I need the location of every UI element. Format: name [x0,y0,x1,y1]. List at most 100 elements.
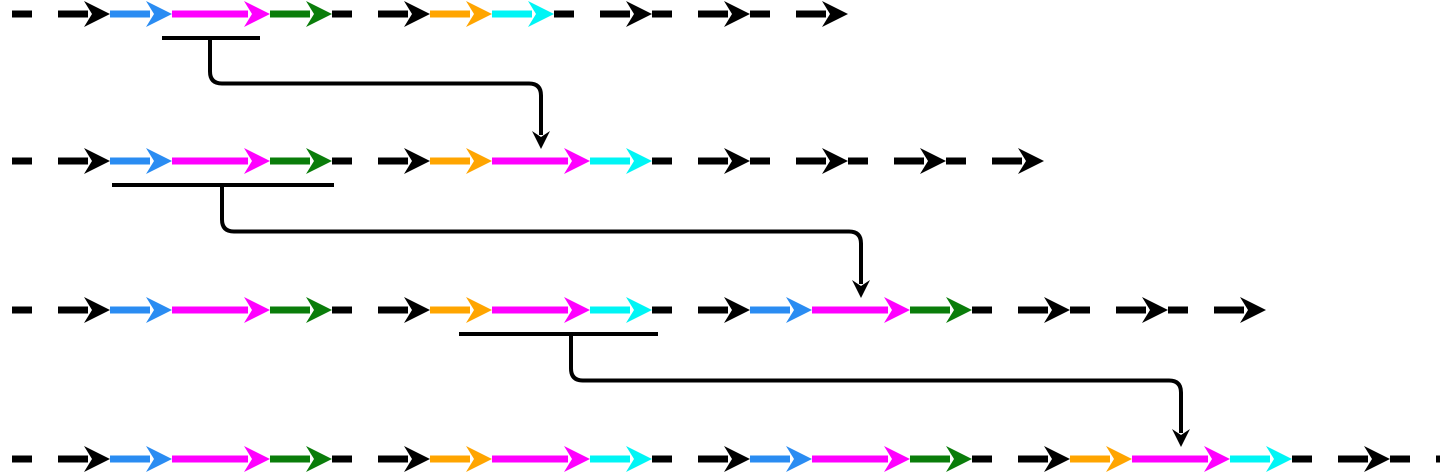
dashed-arrow-segment [332,297,430,323]
arrowhead [786,446,812,472]
arrowhead [244,148,270,174]
sequence-row-2 [12,148,1044,174]
arrowhead [306,1,332,27]
cyan-arrow-segment [590,297,652,323]
dashed-arrow-segment [946,148,1044,174]
blue-arrow-segment [750,297,812,323]
arrowhead [626,148,652,174]
arrowhead [404,148,430,174]
insertion-bracket-2 [112,183,870,298]
dashed-arrow-segment [12,1,110,27]
dashed-arrow-segment [12,446,110,472]
sequence-row-1 [12,1,848,27]
arrowhead [564,446,590,472]
arrowhead [724,148,750,174]
arrowhead [822,1,848,27]
arrowhead [84,446,110,472]
arrowhead [466,446,492,472]
sequence-row-4 [12,446,1440,472]
arrowhead [306,446,332,472]
arrowhead [84,1,110,27]
magenta-arrow-segment [172,446,270,472]
arrowhead [1044,446,1070,472]
green-arrow-segment [910,446,972,472]
insertion-arrowhead [532,131,550,149]
dashed-arrow-segment [12,297,110,323]
arrowhead [626,446,652,472]
magenta-arrow-segment [492,297,590,323]
arrowhead [884,446,910,472]
blue-arrow-segment [110,446,172,472]
dashed-arrow-segment [652,1,750,27]
duplication-brackets [112,36,1190,447]
arrowhead [626,1,652,27]
arrowhead [786,297,812,323]
dashed-arrow-segment [652,446,750,472]
orange-arrow-segment [430,446,492,472]
arrowhead [146,148,172,174]
blue-arrow-segment [750,446,812,472]
sequence-rows [12,1,1440,472]
insertion-bracket-3 [459,332,1190,447]
magenta-arrow-segment [172,297,270,323]
dashed-arrow-segment [332,446,430,472]
arrowhead [1018,148,1044,174]
arrowhead [1044,297,1070,323]
arrowhead [564,297,590,323]
arrowhead [626,297,652,323]
dashed-arrow-segment [332,1,430,27]
arrowhead [884,297,910,323]
arrowhead [1364,446,1390,472]
dashed-arrow-segment [652,297,750,323]
arrowhead [1106,446,1132,472]
insertion-connector [569,334,1183,433]
arrowhead [946,297,972,323]
orange-arrow-segment [430,297,492,323]
arrowhead [84,297,110,323]
arrowhead [1204,446,1230,472]
arrowhead [466,297,492,323]
arrowhead [244,1,270,27]
sequence-row-3 [12,297,1266,323]
arrowhead [404,446,430,472]
arrowhead [1142,297,1168,323]
magenta-arrow-segment [492,446,590,472]
arrowhead [466,148,492,174]
orange-arrow-segment [430,148,492,174]
dashed-arrow-segment [1168,297,1266,323]
arrowhead [404,297,430,323]
blue-arrow-segment [110,1,172,27]
arrowhead [404,1,430,27]
green-arrow-segment [270,297,332,323]
cyan-arrow-segment [1230,446,1292,472]
insertion-arrowhead [852,280,870,298]
arrowhead [724,1,750,27]
magenta-arrow-segment [812,446,910,472]
arrowhead [244,297,270,323]
arrowhead [306,148,332,174]
arrowhead [466,1,492,27]
green-arrow-segment [270,148,332,174]
dashed-arrow-segment [554,1,652,27]
magenta-arrow-segment [172,1,270,27]
arrowhead [1240,297,1266,323]
cyan-arrow-segment [492,1,554,27]
orange-arrow-segment [430,1,492,27]
arrowhead [724,297,750,323]
dashed-arrow-segment [848,148,946,174]
insertion-connector [208,38,543,135]
dashed-arrow-segment [1292,446,1390,472]
insertion-connector [220,185,863,284]
arrowhead [146,1,172,27]
magenta-arrow-segment [1132,446,1230,472]
dashed-arrow-segment [652,148,750,174]
blue-arrow-segment [110,148,172,174]
magenta-arrow-segment [172,148,270,174]
arrowhead [84,148,110,174]
dashed-arrow-segment [1390,455,1440,463]
arrowhead [822,148,848,174]
dashed-arrow-segment [972,446,1070,472]
orange-arrow-segment [1070,446,1132,472]
dashed-arrow-segment [1070,297,1168,323]
